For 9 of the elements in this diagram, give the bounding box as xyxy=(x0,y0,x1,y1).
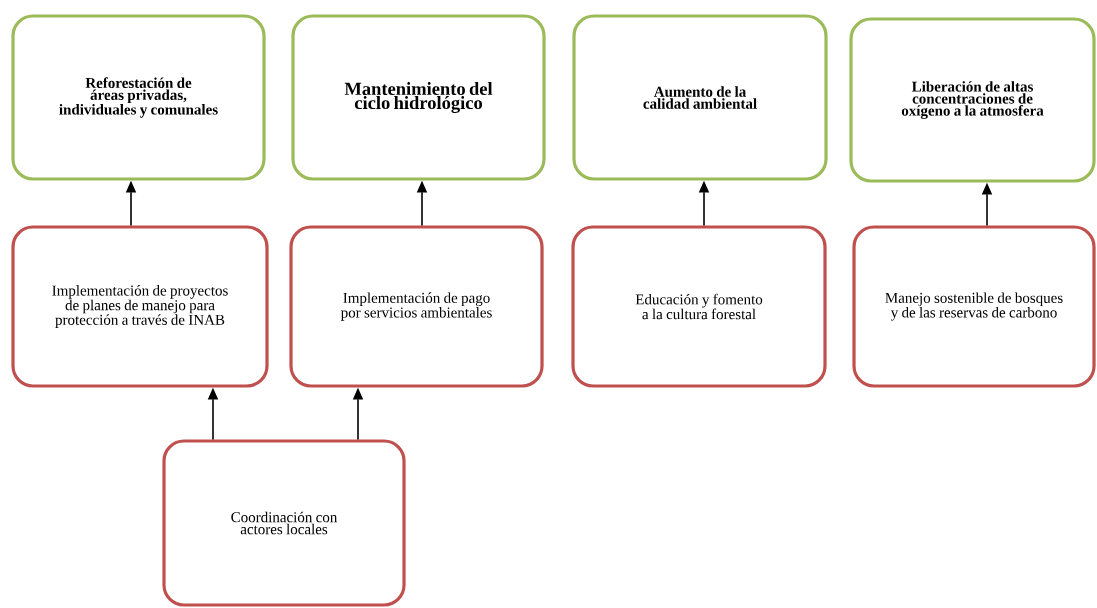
outcome-box: Aumento de la calidad ambiental xyxy=(572,14,828,181)
action-box: Implementación de pago por servicios ambientales xyxy=(289,225,544,388)
outcome-box: Mantenimiento del ciclo hidrológico xyxy=(291,14,546,181)
action-box: Coordinación con actores locales xyxy=(162,439,406,607)
action-box: Educación y fomento a la cultura forestal xyxy=(571,225,827,388)
outcome-box: Reforestación de áreas privadas, individuales y comunales xyxy=(11,14,266,181)
outcome-box: Liberación de altas concentraciones de oxígeno a la atmosfera xyxy=(849,17,1096,183)
action-box: Manejo sostenible de bosques y de las reservas de carbono xyxy=(852,225,1096,388)
action-box: Implementación de proyectos de planes de manejo para protección a través de INAB xyxy=(11,225,269,388)
